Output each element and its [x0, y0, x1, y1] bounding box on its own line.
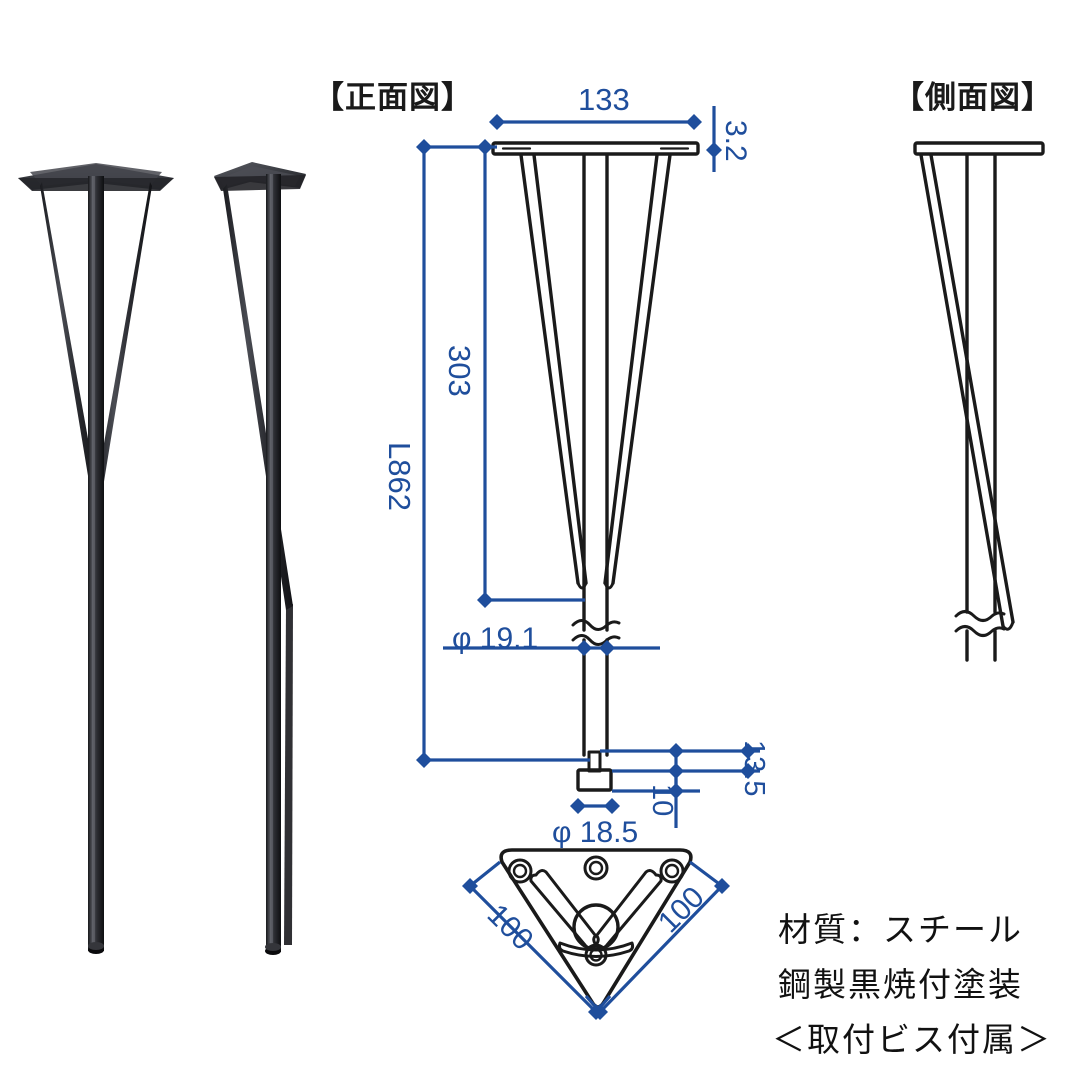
- spec-note-finish: 鋼製黒焼付塗装: [778, 965, 1023, 1004]
- table-leg-angle-photo: [214, 162, 306, 955]
- side-view-title: 【側面図】: [893, 80, 1053, 116]
- dim-adjuster-height: 13.5: [738, 740, 770, 797]
- front-view-title: 【正面図】: [313, 80, 473, 116]
- dim-hairpin-length: 303: [442, 345, 477, 397]
- dim-top-plate-width: 133: [578, 82, 630, 117]
- dim-post-diameter: φ 19.1: [452, 622, 539, 655]
- dim-top-plate-thickness: 3.2: [719, 120, 752, 162]
- spec-note-screws: ＜取付ビス付属＞: [772, 1020, 1052, 1059]
- dimension-arrow-markers: [416, 114, 756, 1020]
- side-view-drawing: [913, 141, 1045, 662]
- dim-overall-length: L862: [382, 442, 417, 511]
- dim-adjuster-stem: 10: [646, 784, 678, 817]
- spec-note-material: 材質：スチール: [778, 910, 1023, 949]
- table-leg-front-photo: [18, 163, 174, 954]
- dim-adjuster-diameter: φ 18.5: [552, 816, 639, 849]
